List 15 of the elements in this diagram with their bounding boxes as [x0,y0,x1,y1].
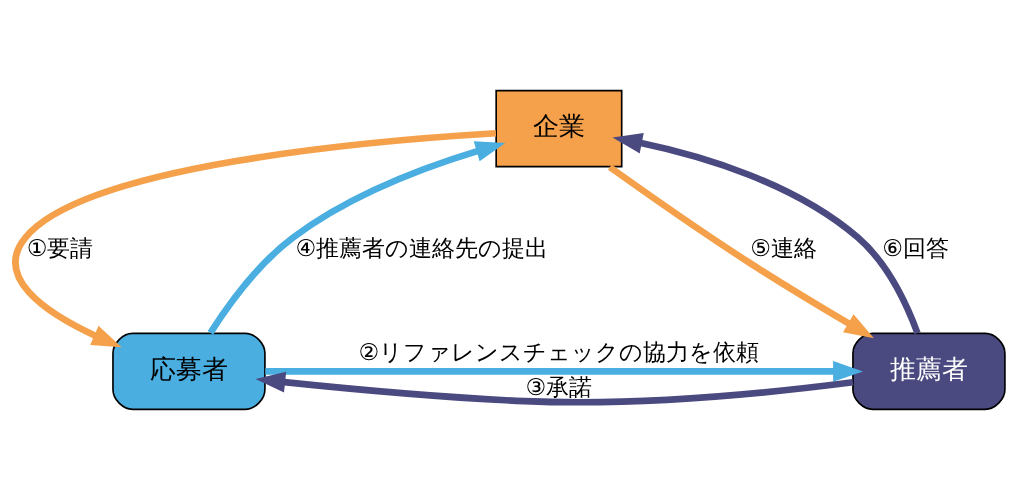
arrow [265,360,863,382]
arrow [12,130,497,348]
node-box: 推薦者 [852,332,1006,411]
edge-label: ④推薦者の連絡先の提出 [295,235,549,262]
edge-label: ⑥回答 [882,235,950,262]
arrow [255,371,854,406]
arrow [607,164,874,339]
arrow [207,141,506,335]
edge-label: ①要請 [26,235,94,262]
edge-label: ②リファレンスチェックの協力を依頼 [358,339,760,366]
edge-label: ③承諾 [525,373,593,400]
arrow [612,132,921,335]
node-box: 企業 [495,89,623,168]
node-box: 応募者 [112,332,266,411]
edge-label: ⑤連絡 [750,235,817,262]
